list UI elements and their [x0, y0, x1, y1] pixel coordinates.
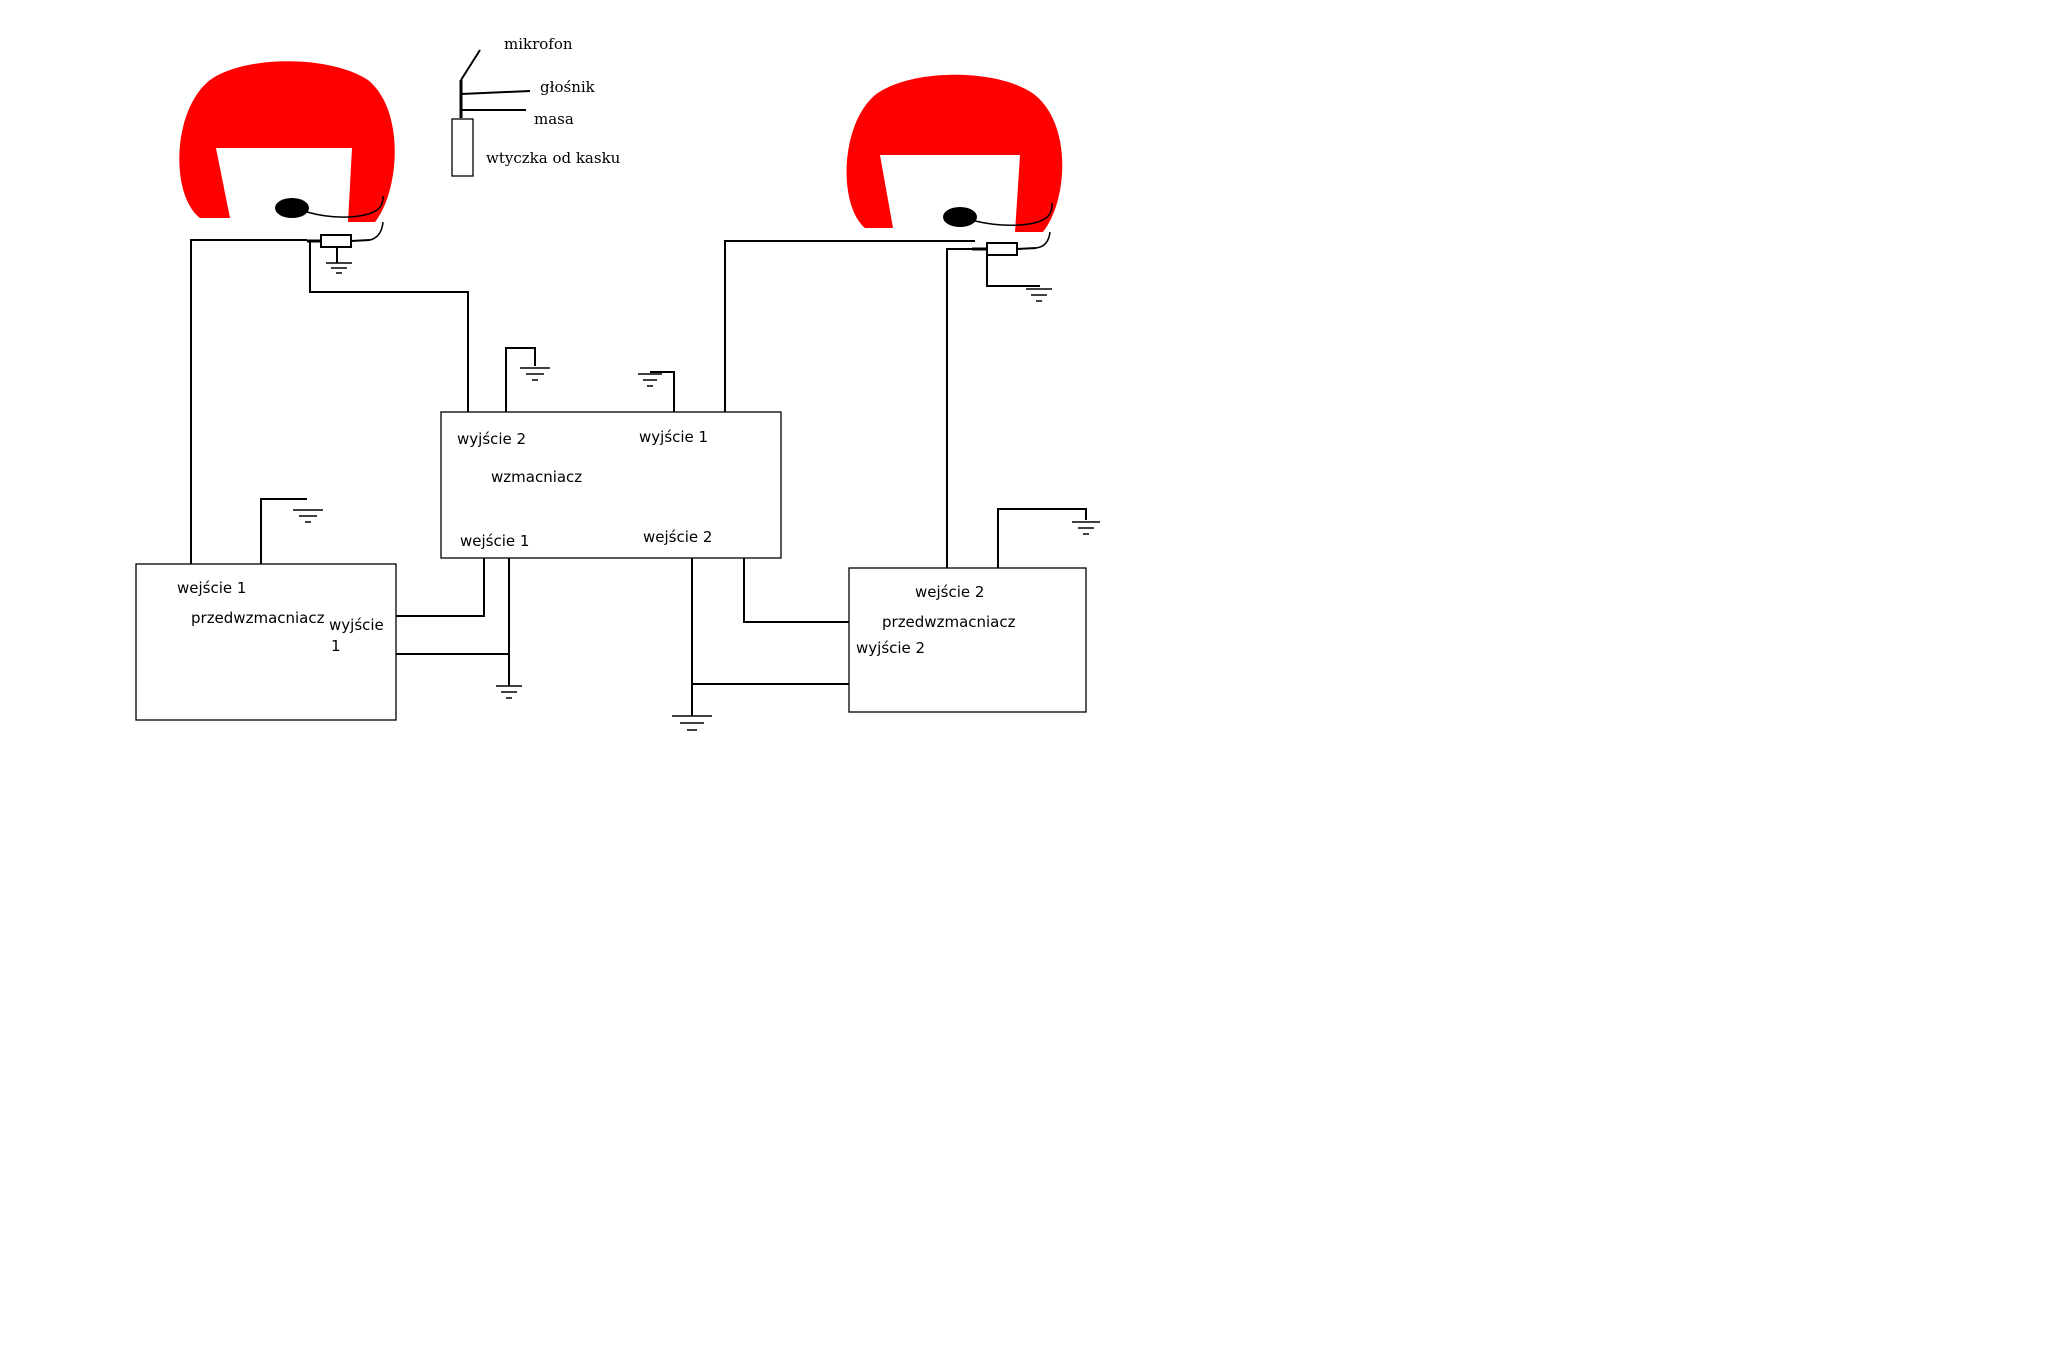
legend-glosnik: głośnik: [540, 78, 596, 96]
preamp-left-input-label: wejście 1: [177, 579, 246, 597]
legend-wtyczka: wtyczka od kasku: [486, 149, 621, 167]
helmet-left: [179, 61, 395, 274]
ground-symbol-icon: [638, 373, 662, 387]
preamp-left-output-label-line1: wyjście: [329, 616, 384, 634]
legend-mikrofon: mikrofon: [504, 35, 573, 53]
ground-symbol-icon: [672, 715, 712, 731]
microphone-icon: [275, 198, 309, 218]
preamp-left-box: [135, 563, 397, 721]
ground-symbol-icon: [1026, 288, 1052, 302]
legend-masa: masa: [534, 110, 574, 128]
amplifier-output-1-label: wyjście 1: [639, 428, 708, 446]
ground-symbol-icon: [1072, 521, 1100, 535]
amplifier-name-label: wzmacniacz: [491, 468, 582, 486]
plug-icon: [320, 234, 352, 248]
ground-symbol-icon: [520, 367, 550, 381]
amplifier-block: wyjście 2 wyjście 1 wzmacniacz wejście 1…: [440, 411, 782, 559]
preamp-right-name-label: przedwzmacniacz: [882, 613, 1016, 631]
preamp-left-output-label-line2: 1: [331, 637, 341, 655]
legend: mikrofon głośnik masa wtyczka od kasku: [451, 35, 621, 177]
ground-symbol-icon: [293, 509, 323, 523]
preamp-left-block: wejście 1 przedwzmacniacz wyjście 1: [135, 563, 397, 721]
preamp-right-box: [848, 567, 1087, 713]
helmet-icon: [846, 74, 1063, 232]
preamp-right-output-label: wyjście 2: [856, 639, 925, 657]
plug-legend-icon: [451, 118, 474, 177]
preamp-right-block: wejście 2 przedwzmacniacz wyjście 2: [848, 567, 1087, 713]
amplifier-output-2-label: wyjście 2: [457, 430, 526, 448]
ground-symbol-icon: [496, 685, 522, 699]
amplifier-box: [440, 411, 782, 559]
amplifier-input-1-label: wejście 1: [460, 532, 529, 550]
plug-icon: [986, 242, 1018, 256]
helmet-icon: [179, 61, 395, 222]
amplifier-input-2-label: wejście 2: [643, 528, 712, 546]
preamp-left-name-label: przedwzmacniacz: [191, 609, 325, 627]
preamp-right-input-label: wejście 2: [915, 583, 984, 601]
ground-symbol-icon: [326, 247, 352, 274]
ground-symbols: [293, 288, 1100, 731]
microphone-icon: [943, 207, 977, 227]
helmet-right: [846, 74, 1063, 256]
wires: [190, 239, 1087, 716]
